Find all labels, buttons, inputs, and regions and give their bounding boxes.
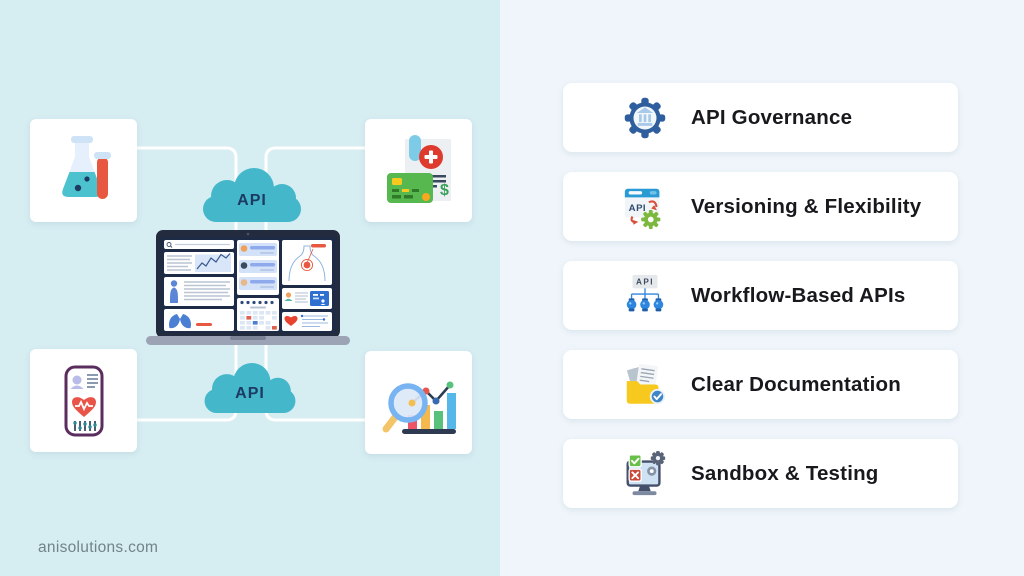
api-cloud-bottom-label: API <box>235 385 265 402</box>
medical-billing-card: $ <box>365 119 472 222</box>
feature-label: Versioning & Flexibility <box>691 194 922 218</box>
feature-card-sandbox-testing: Sandbox & Testing <box>563 439 958 508</box>
api-cloud-top-label: API <box>237 192 267 209</box>
feature-card-versioning-flexibility: API Versioning & Flexibility <box>563 172 958 241</box>
feature-list-panel: API Governance API <box>500 0 1024 576</box>
versioning-icon-api-text: API <box>629 202 646 213</box>
api-cloud-top: API <box>197 166 307 224</box>
api-cloud-bottom: API <box>199 361 301 415</box>
svg-text:$: $ <box>440 182 449 199</box>
workflow-icon-api-text: API <box>636 277 654 286</box>
feature-label: Clear Documentation <box>691 372 901 396</box>
laptop-camera-dot <box>246 232 250 236</box>
feature-card-api-governance: API Governance <box>563 83 958 152</box>
health-analytics-card <box>365 351 472 454</box>
feature-label: API Governance <box>691 105 853 129</box>
feature-label: Sandbox & Testing <box>691 461 879 485</box>
mobile-health-icon <box>64 365 103 436</box>
lab-flask-icon <box>61 135 111 199</box>
sandbox-monitor-icon <box>620 449 670 499</box>
governance-gear-bank-icon <box>620 93 670 143</box>
versioning-browser-gear-icon: API <box>620 182 670 232</box>
mobile-health-card <box>30 349 137 452</box>
cloud-shape <box>204 362 296 414</box>
documentation-folder-icon <box>620 360 670 410</box>
feature-card-clear-documentation: Clear Documentation <box>563 350 958 419</box>
medical-bill-icon: $ <box>386 134 451 203</box>
cloud-shape <box>203 168 301 222</box>
lab-research-card <box>30 119 137 222</box>
website-url: anisolutions.com <box>38 539 159 556</box>
laptop-base <box>146 336 350 345</box>
left-scene-panel: $ <box>0 0 500 576</box>
laptop-healthcare-dashboard <box>146 230 350 345</box>
feature-card-workflow-based-apis: API <box>563 261 958 330</box>
workflow-tree-icon: API <box>620 271 670 321</box>
feature-label: Workflow-Based APIs <box>691 283 906 307</box>
analytics-chart-icon <box>382 381 456 434</box>
